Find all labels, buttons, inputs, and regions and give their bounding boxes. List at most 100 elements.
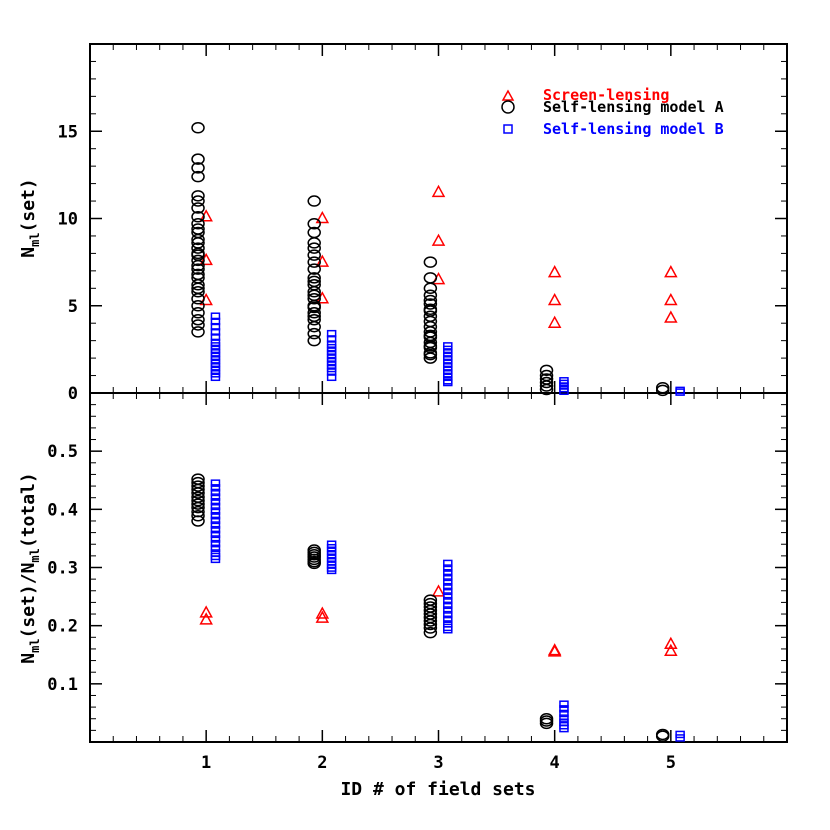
self-lensing-a-point — [307, 263, 321, 275]
screen-lensing-point — [547, 644, 562, 657]
bottom-y-label-mid: (set)/N — [18, 563, 39, 639]
self-lensing-b-point — [559, 714, 569, 722]
self-lensing-a-point — [539, 376, 554, 389]
self-lensing-a-point — [191, 217, 205, 230]
screen-lensing-point — [315, 610, 330, 623]
self-lensing-a-point — [539, 715, 554, 727]
self-lensing-a-point — [191, 242, 205, 254]
top-y-label-main: N — [18, 247, 39, 258]
self-lensing-b-point — [675, 388, 685, 396]
self-lensing-b-point — [443, 559, 453, 568]
self-lensing-a-point — [655, 730, 670, 742]
self-lensing-a-point — [307, 237, 321, 249]
screen-lensing-point — [664, 265, 678, 278]
self-lensing-b-point — [443, 587, 453, 596]
self-lensing-a-point — [191, 268, 205, 281]
self-lensing-a-point — [423, 622, 438, 634]
screen-lensing-point — [547, 292, 562, 306]
self-lensing-b-point — [443, 610, 453, 619]
y-tick-label: 0.4 — [47, 500, 78, 520]
self-lensing-b-point — [210, 530, 221, 539]
self-lensing-b-point — [443, 625, 453, 634]
self-lensing-a-point — [191, 501, 205, 514]
self-lensing-b-point — [443, 564, 453, 572]
self-lensing-b-point — [210, 479, 221, 487]
self-lensing-b-point — [559, 705, 569, 713]
legend-item-screen-lensing: Screen-lensing — [501, 86, 669, 104]
self-lensing-b-point — [210, 521, 221, 529]
self-lensing-b-point — [326, 335, 337, 343]
top-panel-frame — [89, 43, 788, 394]
self-lensing-a-point — [191, 282, 205, 295]
self-lensing-b-point — [210, 539, 221, 548]
self-lensing-a-point — [655, 384, 670, 397]
legend-item-self-lensing-b: Self-lensing model B — [503, 120, 724, 138]
x-tick-label: 5 — [666, 753, 676, 773]
self-lensing-b-point — [210, 312, 221, 320]
self-lensing-b-point — [326, 368, 337, 376]
self-lensing-b-point — [210, 507, 221, 515]
self-lensing-a-point — [191, 319, 205, 331]
self-lensing-a-point — [423, 303, 438, 315]
self-lensing-a-point — [423, 298, 438, 310]
self-lensing-a-point — [191, 480, 205, 492]
legend-square-marker — [503, 124, 513, 134]
self-lensing-a-point — [191, 259, 205, 272]
y-tick-label: 0.2 — [47, 617, 78, 637]
self-lensing-a-point — [307, 557, 321, 570]
self-lensing-a-point — [191, 153, 205, 165]
x-tick-label: 3 — [433, 753, 443, 773]
legend-item-self-lensing-a: Self-lensing model A — [501, 98, 724, 116]
screen-lensing-point — [547, 315, 562, 328]
x-tick-label: 1 — [201, 753, 211, 773]
x-tick-label: 2 — [317, 753, 327, 773]
self-lensing-a-point — [191, 202, 205, 214]
self-lensing-b-point — [326, 329, 337, 338]
y-tick-label: 0 — [68, 384, 78, 404]
self-lensing-a-point — [307, 272, 321, 284]
self-lensing-b-point — [210, 317, 221, 326]
self-lensing-a-point — [423, 294, 438, 307]
self-lensing-a-point — [423, 618, 438, 631]
self-lensing-a-point — [423, 289, 438, 302]
self-lensing-a-point — [191, 498, 205, 510]
screen-lensing-point — [664, 636, 678, 650]
self-lensing-a-point — [539, 364, 554, 377]
self-lensing-a-point — [191, 326, 205, 338]
legend-triangle-marker — [501, 89, 515, 101]
self-lensing-a-point — [307, 249, 321, 261]
tick-marks — [90, 43, 787, 743]
screen-lensing-point — [664, 310, 678, 323]
legend-label-screen-lensing: Screen-lensing — [543, 86, 669, 104]
y-tick-label: 15 — [58, 122, 78, 142]
self-lensing-a-point — [307, 293, 321, 305]
self-lensing-b-point — [210, 502, 221, 511]
self-lensing-a-point — [423, 256, 438, 268]
self-lensing-b-point — [559, 700, 569, 708]
self-lensing-a-point — [191, 487, 205, 499]
self-lensing-a-point — [191, 223, 205, 235]
screen-lensing-point — [431, 233, 446, 246]
self-lensing-a-point — [539, 380, 554, 392]
self-lensing-a-point — [307, 275, 321, 288]
self-lensing-b-point — [443, 592, 453, 600]
screen-lensing-point — [664, 643, 678, 657]
legend-label-self-lensing-a: Self-lensing model A — [543, 98, 724, 116]
self-lensing-a-point — [423, 626, 438, 639]
self-lensing-a-point — [423, 282, 438, 295]
screen-lensing-point — [431, 184, 446, 198]
self-lensing-a-point — [307, 327, 321, 340]
top-y-axis-label: Nml(set) — [18, 178, 42, 257]
self-lensing-a-point — [191, 483, 205, 496]
self-lensing-a-point — [191, 254, 205, 267]
self-lensing-a-point — [307, 289, 321, 302]
screen-lensing-point — [315, 606, 330, 619]
bottom-y-label-n1: N — [18, 653, 39, 664]
self-lensing-a-point — [423, 615, 438, 627]
self-lensing-a-point — [191, 211, 205, 223]
self-lensing-b-point — [210, 493, 221, 501]
self-lensing-a-point — [539, 383, 554, 396]
y-tick-label: 10 — [58, 210, 78, 230]
